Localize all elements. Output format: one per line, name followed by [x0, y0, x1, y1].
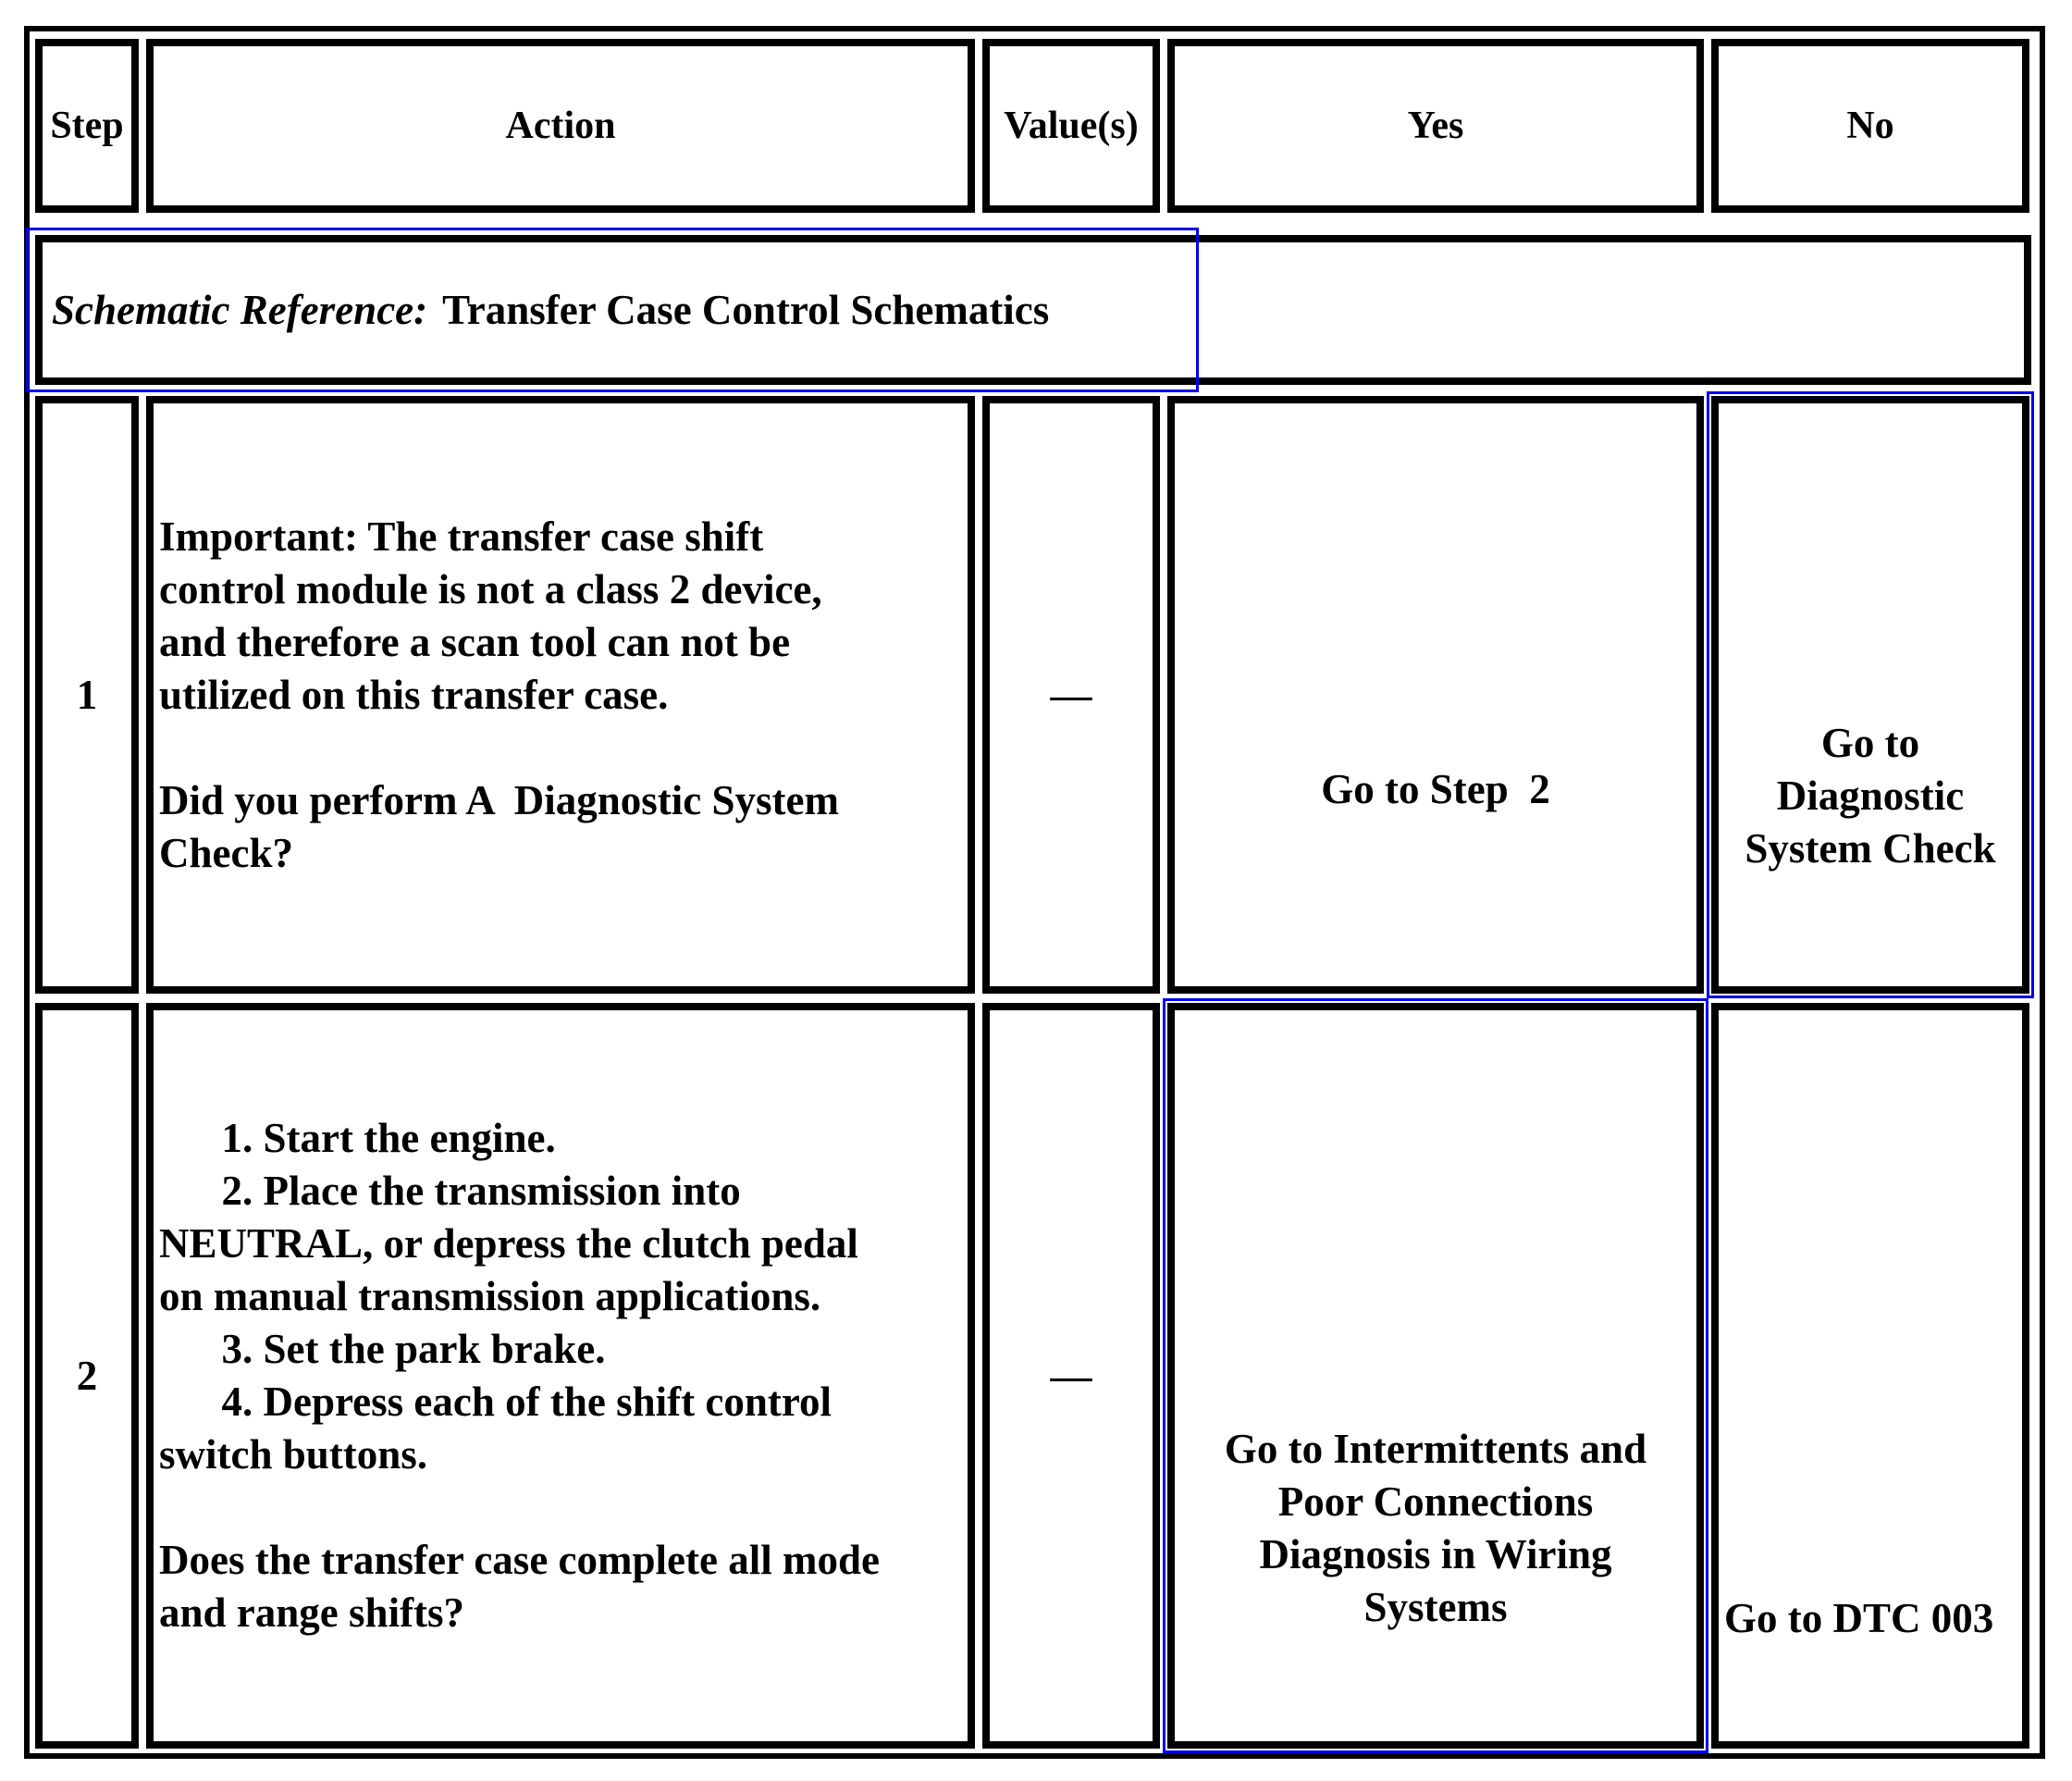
- row-1-yes-cell: Go to Step 2: [1167, 396, 1704, 994]
- row-1-no-link-cell[interactable]: Go to Diagnostic System Check: [1711, 396, 2029, 994]
- header-cell-no: No: [1711, 39, 2029, 213]
- header-yes-label: Yes: [1407, 105, 1464, 147]
- header-values-label: Value(s): [1004, 105, 1139, 147]
- row-2-step-cell: 2: [35, 1003, 139, 1749]
- row-2-action-cell: 1. Start the engine. 2. Place the transm…: [146, 1003, 975, 1749]
- row-1-no-link-text[interactable]: Go to Diagnostic System Check: [1745, 720, 1996, 872]
- row-1-step-number: 1: [76, 672, 98, 718]
- schematic-reference-row[interactable]: Schematic Reference: Transfer Case Contr…: [35, 235, 2031, 385]
- row-1-step-cell: 1: [35, 396, 139, 994]
- row-2-yes-link-text[interactable]: Go to Intermittents and Poor Connections…: [1224, 1426, 1647, 1630]
- row-2-yes-link-cell[interactable]: Go to Intermittents and Poor Connections…: [1167, 1003, 1704, 1749]
- schematic-reference-label: Schematic Reference:: [52, 287, 428, 333]
- header-step-label: Step: [50, 105, 124, 147]
- header-cell-values: Value(s): [982, 39, 1160, 213]
- row-2-value-dash: —: [1050, 1353, 1092, 1399]
- row-1-yes-text: Go to Step 2: [1321, 766, 1550, 812]
- header-no-label: No: [1846, 105, 1894, 147]
- row-2-no-cell: Go to DTC 003: [1711, 1003, 2029, 1749]
- table-outer-border: [24, 26, 2045, 1759]
- row-1-action-cell: Important: The transfer case shift contr…: [146, 396, 975, 994]
- row-1-value-cell: —: [982, 396, 1160, 994]
- row-2-action-text: 1. Start the engine. 2. Place the transm…: [159, 1115, 880, 1636]
- row-1-action-text: Important: The transfer case shift contr…: [159, 513, 839, 876]
- row-2-no-text: Go to DTC 003: [1724, 1595, 1994, 1641]
- row-1-value-dash: —: [1050, 672, 1092, 718]
- row-2-step-number: 2: [76, 1353, 98, 1399]
- header-action-label: Action: [505, 105, 616, 147]
- schematic-reference-link[interactable]: Transfer Case Control Schematics: [442, 287, 1050, 333]
- header-cell-yes: Yes: [1167, 39, 1704, 213]
- header-cell-action: Action: [146, 39, 975, 213]
- header-cell-step: Step: [35, 39, 139, 213]
- row-2-value-cell: —: [982, 1003, 1160, 1749]
